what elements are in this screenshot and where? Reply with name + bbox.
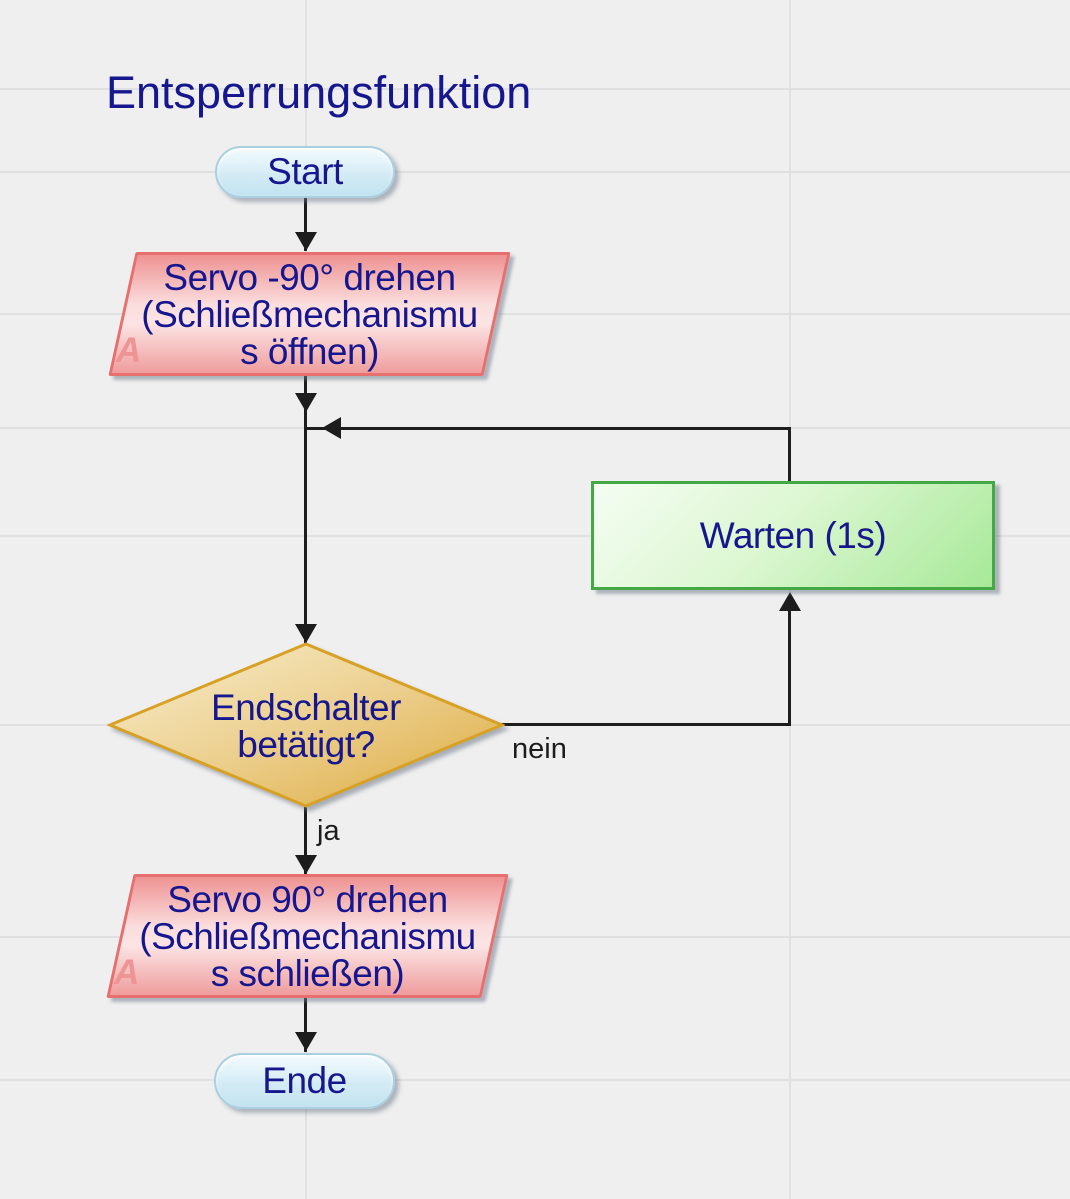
node-servo-close-text: Servo 90° drehen (Schließmechanismu s sc…: [139, 878, 476, 994]
edge-label-no: nein: [512, 733, 567, 765]
edge-decision-no-riser[interactable]: [788, 608, 791, 726]
edge-servo-open-to-decision[interactable]: [304, 376, 307, 644]
decision-diamond[interactable]: [107, 642, 505, 808]
io-marker-a: A: [114, 953, 140, 992]
edge-servo-close-to-end[interactable]: [304, 997, 307, 1052]
node-end[interactable]: Ende: [214, 1053, 395, 1109]
edge-wait-return[interactable]: [306, 427, 791, 430]
node-wait[interactable]: Warten (1s): [591, 481, 995, 590]
arrow-head: [779, 592, 801, 611]
grid-line-h: [0, 88, 1070, 90]
node-start[interactable]: Start: [215, 146, 395, 198]
edge-wait-return-riser[interactable]: [788, 427, 791, 483]
edge-label-yes: ja: [317, 815, 340, 847]
edge-start-to-servo-open[interactable]: [304, 197, 307, 251]
edge-decision-yes[interactable]: [304, 804, 307, 874]
grid-line-h: [0, 936, 1070, 938]
arrow-head: [295, 232, 317, 251]
edge-decision-no[interactable]: [501, 723, 791, 726]
grid-line-h: [0, 171, 1070, 173]
node-servo-open-text: Servo -90° drehen (Schließmechanismu s ö…: [141, 256, 478, 372]
arrow-head: [295, 1032, 317, 1051]
grid-line-h: [0, 313, 1070, 315]
grid-line-h: [0, 1079, 1070, 1081]
diagram-title: Entsperrungsfunktion: [106, 67, 532, 118]
grid-line-h: [0, 535, 1070, 537]
arrow-head: [295, 624, 317, 643]
io-marker-a: A: [116, 331, 142, 370]
arrow-head: [295, 393, 317, 412]
arrow-head: [295, 855, 317, 874]
arrow-head: [322, 417, 341, 439]
node-decision-shape[interactable]: [107, 641, 505, 811]
node-decision-text: Endschalter betätigt?: [211, 687, 401, 765]
